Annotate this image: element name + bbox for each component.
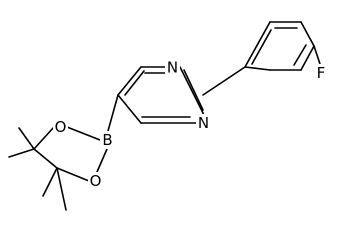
- oxygen-bottom-carbon-bond: [56, 167, 90, 182]
- phenyl-c4-c5-bond: [300, 45, 315, 71]
- phenyl-inner-bond-b: [293, 44, 307, 66]
- bond-layer: [8, 21, 321, 211]
- pyrimidine-c5-c6-bond: [117, 66, 142, 96]
- atom-label-b: B: [102, 131, 112, 149]
- pyrimidine-c5-c6-inner-bond: [124, 70, 145, 96]
- phenyl-inner-bond-a: [251, 29, 272, 65]
- methyl-2-bond: [18, 127, 35, 150]
- phenyl-c6-c1-bond: [244, 66, 271, 71]
- pinacol-carbon-carbon-bond: [33, 148, 58, 169]
- atom-label-o-top: O: [55, 118, 67, 136]
- pyrimidine-n1-c2-bond: [179, 66, 204, 114]
- atom-label-o-bottom: O: [90, 172, 102, 190]
- phenyl-c3-c4-bond: [300, 21, 315, 47]
- atom-n-top: N: [165, 58, 180, 77]
- carbon-boron-bond: [107, 94, 119, 132]
- carbon-fluorine-bond: [313, 45, 321, 65]
- methyl-4-bond: [56, 167, 67, 211]
- atom-label-n-bottom: N: [198, 114, 209, 132]
- atom-label-n-top: N: [167, 59, 178, 77]
- pyrimidine-c4-c5-bond: [117, 94, 142, 124]
- phenyl-c1-c2-bond: [244, 21, 271, 68]
- atom-n-bottom: N: [196, 114, 211, 132]
- aryl-link-bond: [202, 66, 246, 96]
- atom-o-bottom: O: [88, 172, 103, 190]
- atom-label-f: F: [317, 64, 326, 82]
- boron-oxygen-bottom-bond: [96, 148, 108, 173]
- atom-b: B: [100, 131, 115, 149]
- atom-o-top: O: [53, 118, 68, 136]
- pyrimidine-n1-c2-inner-bond: [183, 69, 204, 111]
- oxygen-top-carbon-bond: [33, 126, 55, 150]
- boron-oxygen-top-bond: [66, 126, 101, 141]
- methyl-1-bond: [8, 148, 35, 158]
- atom-f: F: [314, 64, 328, 82]
- methyl-3-bond: [42, 167, 58, 197]
